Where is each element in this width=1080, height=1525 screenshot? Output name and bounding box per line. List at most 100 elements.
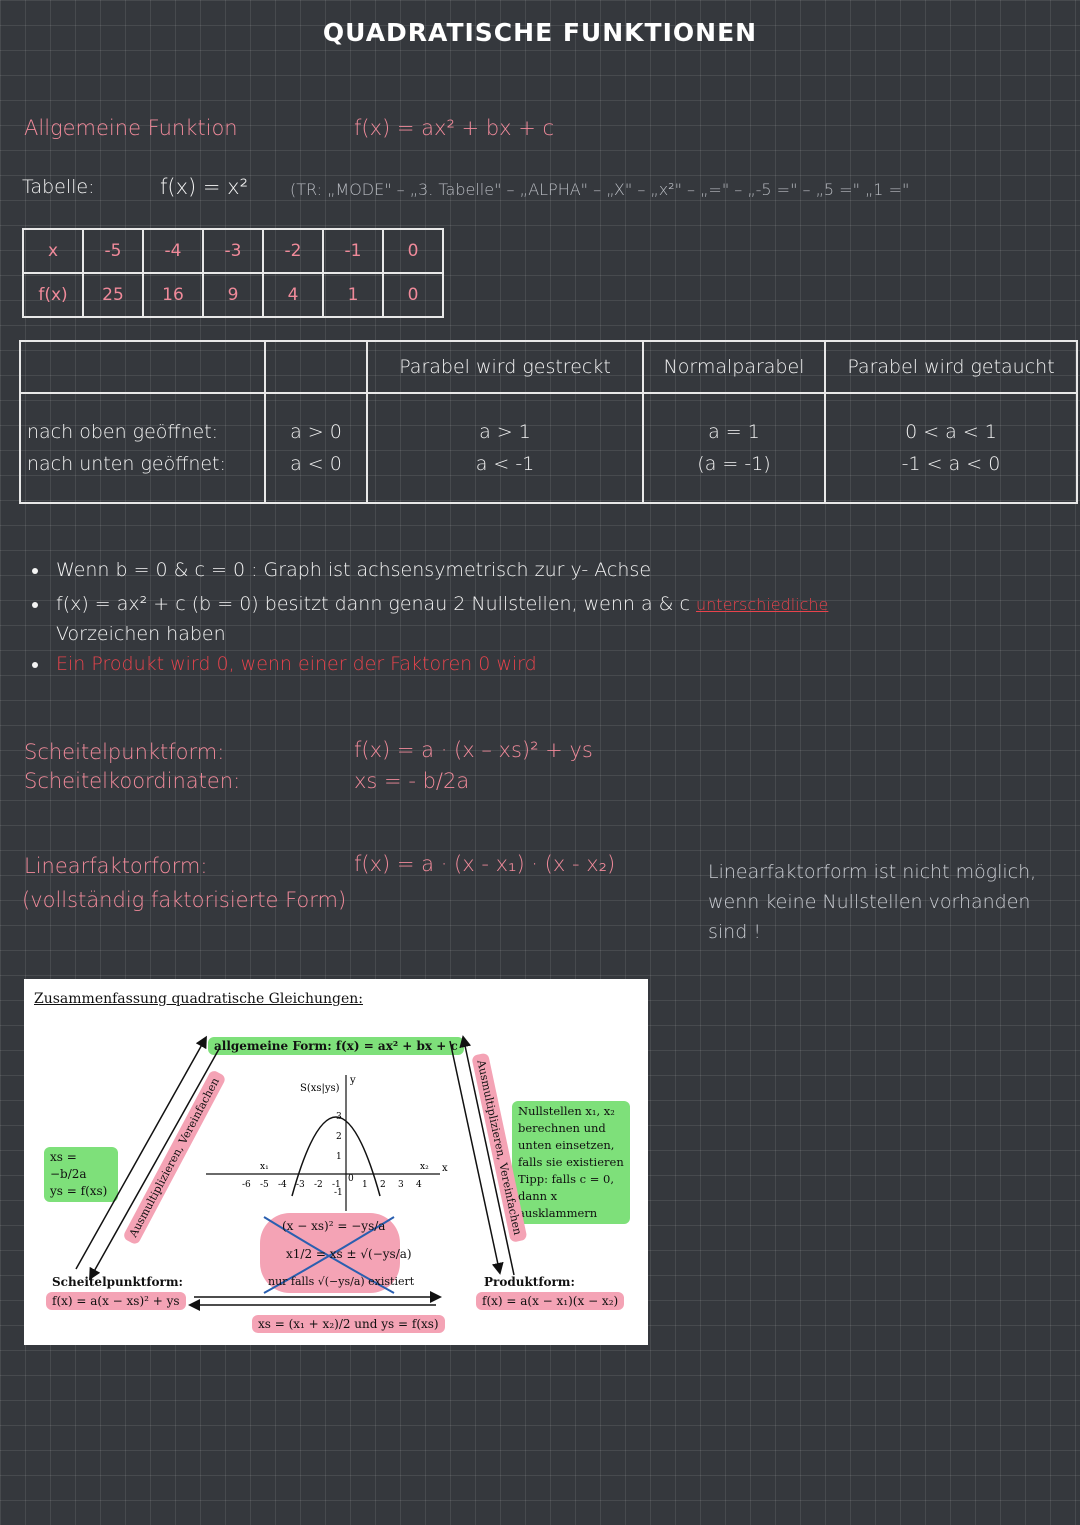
table-cell: 16 (142, 272, 204, 318)
linear-formula: f(x) = a · (x - x₁) · (x - x₂) (354, 852, 616, 876)
table-cell: 9 (202, 272, 264, 318)
scheitel-formula: f(x) = a · (x – xs)² + ys (354, 738, 593, 762)
vertex-calc-box: xs = −b/2a ys = f(xs) (44, 1147, 118, 1202)
x-axis-label: x (442, 1163, 448, 1174)
scheitelpunktform-formula: f(x) = a(x − xs)² + ys (46, 1292, 186, 1310)
table-cell: -1 (322, 228, 384, 274)
table-cell: -5 (82, 228, 144, 274)
y-tick-label: -1 (334, 1188, 343, 1198)
column-header: Parabel wird gestreckt (366, 340, 644, 394)
bullet-roots-continued: Vorzeichen haben (56, 623, 226, 645)
y-tick-label: 3 (336, 1112, 342, 1122)
scheitelpunktform-label: Scheitelpunktform: (52, 1275, 183, 1289)
bullet-text: Ein Produkt wird 0, wenn einer der Fakto… (56, 653, 537, 675)
scheitel-xs-formula: xs = - b/2a (354, 769, 470, 793)
condition: a < 0 (290, 453, 342, 475)
table-cell (19, 340, 266, 394)
condition: -1 < a < 0 (901, 453, 1001, 475)
table-cell: f(x) (22, 272, 84, 318)
bullet-product: Ein Produkt wird 0, wenn einer der Fakto… (32, 653, 537, 675)
bullet-dot (32, 567, 38, 574)
vertex-calc-line: xs = −b/2a (50, 1150, 87, 1181)
table-cell: 1 (322, 272, 384, 318)
vertex-label: S(xs|ys) (300, 1083, 340, 1094)
table-row: f(x) 25 16 9 4 1 0 (22, 272, 444, 318)
x-tick-label: -4 (278, 1180, 287, 1190)
condition: a > 1 (479, 421, 531, 443)
scheitel-coord-label: Scheitelkoordinaten: (24, 769, 241, 793)
x2-label: x₂ (420, 1162, 429, 1172)
x1-label: x₁ (260, 1162, 269, 1172)
arrows-layer (75, 1035, 515, 1311)
parabola-graph: S(xs|ys) y x x₁ x₂ -6 -5 -4 -3 -2 -1 0 1… (206, 1075, 448, 1211)
x-tick-label: -3 (296, 1180, 305, 1190)
condition: a > 0 (290, 421, 342, 443)
x-tick-label: 3 (398, 1180, 404, 1190)
general-formula: f(x) = ax² + bx + c (354, 116, 555, 140)
condition: 0 < a < 1 (905, 421, 997, 443)
bullet-dot (32, 601, 38, 608)
table-cell: -3 (202, 228, 264, 274)
table-cell: x (22, 228, 84, 274)
column-header: Normalparabel (642, 340, 826, 394)
x-tick-label: -2 (314, 1180, 323, 1190)
x-tick-label: -1 (332, 1180, 341, 1190)
equation-2: x1/2 = xs ± √(−ys/a) (286, 1247, 412, 1261)
getaucht-cell: 0 < a < 1 -1 < a < 0 (824, 392, 1078, 504)
linear-sublabel: (vollständig faktorisierte Form) (22, 888, 347, 912)
nullstellen-box: Nullstellen x₁, x₂ berechnen und unten e… (512, 1101, 630, 1224)
bullet-text: f(x) = ax² + c (b = 0) besitzt dann gena… (56, 593, 690, 615)
table-cell (264, 340, 368, 394)
table-cell: 4 (262, 272, 324, 318)
midpoint-formula: xs = (x₁ + x₂)/2 und ys = f(xs) (252, 1315, 445, 1333)
arrow-up-left (75, 1035, 207, 1270)
table-cell: 25 (82, 272, 144, 318)
equation-blob (260, 1213, 400, 1293)
x-tick-label: 2 (380, 1180, 386, 1190)
summary-figure: Zusammenfassung quadratische Gleichungen… (24, 979, 648, 1345)
y-tick-label: 1 (336, 1152, 342, 1162)
row-label: nach unten geöffnet: (27, 453, 226, 475)
condition: a < -1 (475, 453, 535, 475)
column-header: Parabel wird getaucht (824, 340, 1078, 394)
bullet-symmetry: Wenn b = 0 & c = 0 : Graph ist achsensym… (32, 559, 651, 581)
produktform-formula: f(x) = a(x − x₁)(x − x₂) (476, 1292, 625, 1310)
row-labels: nach oben geöffnet: nach unten geöffnet: (19, 392, 266, 504)
x-tick-label: 0 (348, 1174, 354, 1184)
linear-label: Linearfaktorform: (24, 854, 208, 878)
summary-title: Zusammenfassung quadratische Gleichungen… (34, 991, 363, 1007)
bullet-text: Wenn b = 0 & c = 0 : Graph ist achsensym… (56, 559, 652, 581)
conditions-cell: a > 0 a < 0 (264, 392, 368, 504)
table-row: Parabel wird gestreckt Normalparabel Par… (19, 340, 1078, 394)
table-row: x -5 -4 -3 -2 -1 0 (22, 228, 444, 274)
produktform-label: Produktform: (484, 1275, 575, 1289)
table-cell: 0 (382, 228, 444, 274)
condition: (a = -1) (697, 453, 771, 475)
table-cell: 0 (382, 272, 444, 318)
arrow-down-right (449, 1040, 504, 1275)
gestreckt-cell: a > 1 a < -1 (366, 392, 644, 504)
row-label: nach oben geöffnet: (27, 421, 219, 443)
tabelle-label: Tabelle: (22, 176, 95, 198)
table-row: nach oben geöffnet: nach unten geöffnet:… (19, 392, 1078, 504)
page-title: QUADRATISCHE FUNKTIONEN (322, 18, 758, 47)
arrow-down-left (89, 1048, 220, 1281)
x-tick-label: 4 (416, 1180, 422, 1190)
equation-3: nur falls √(−ys/a) existiert (268, 1275, 415, 1288)
y-tick-label: 2 (336, 1132, 342, 1142)
bullet-highlight: unterschiedliche (696, 595, 829, 614)
value-table: x -5 -4 -3 -2 -1 0 f(x) 25 16 9 4 1 0 (22, 228, 444, 318)
general-label: Allgemeine Funktion (24, 116, 238, 140)
x-tick-label: -6 (242, 1180, 251, 1190)
linear-note: Linearfaktorform ist nicht möglich, wenn… (708, 861, 1037, 943)
condition: a = 1 (708, 421, 760, 443)
bullet-roots: f(x) = ax² + c (b = 0) besitzt dann gena… (32, 593, 828, 615)
tabelle-formula: f(x) = x² (160, 175, 248, 199)
cross-line (263, 1216, 395, 1294)
table-cell: -4 (142, 228, 204, 274)
normal-cell: a = 1 (a = -1) (642, 392, 826, 504)
cross-layer (263, 1216, 395, 1294)
table-cell: -2 (262, 228, 324, 274)
equation-1: (x − xs)² = −ys/a (282, 1219, 386, 1233)
vertex-calc-line: ys = f(xs) (50, 1184, 108, 1198)
